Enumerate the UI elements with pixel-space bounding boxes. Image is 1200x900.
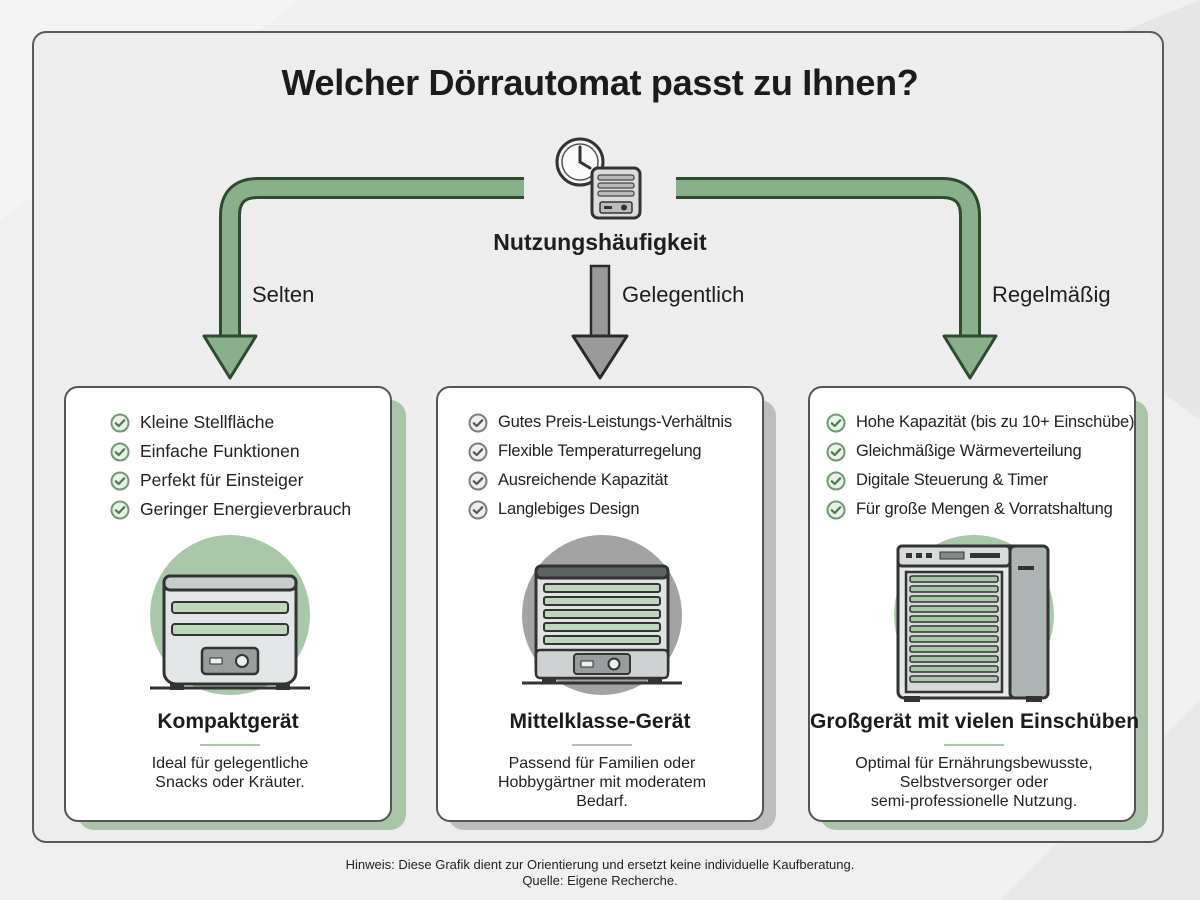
- card-description: Ideal für gelegentliche Snacks oder Kräu…: [86, 754, 374, 792]
- check-circle-icon: [468, 500, 488, 519]
- feature-text: Für große Mengen & Vorratshaltung: [856, 500, 1113, 518]
- page-title: Welcher Dörrautomat passt zu Ihnen?: [281, 62, 919, 103]
- card-description: Passend für Familien oder Hobbygärtner m…: [458, 754, 746, 811]
- card-title: Mittelklasse-Gerät: [509, 710, 691, 733]
- desc-line: Bedarf.: [576, 793, 628, 810]
- feature-text: Gutes Preis-Leistungs-Verhältnis: [498, 413, 732, 431]
- card-compact: Kleine Stellfläche Einfache Funktionen P…: [64, 386, 392, 822]
- arrow-right-regelmaessig: [676, 177, 998, 380]
- feature-item: Perfekt für Einsteiger: [110, 466, 351, 495]
- compact-dehydrator-illustration: [150, 535, 310, 695]
- desc-line: semi-professionelle Nutzung.: [870, 793, 1078, 810]
- feature-item: Geringer Energieverbrauch: [110, 495, 351, 524]
- branch-label-regelmaessig: Regelmäßig: [992, 282, 1111, 307]
- branch-label-gelegentlich: Gelegentlich: [622, 282, 745, 307]
- feature-list: Gutes Preis-Leistungs-Verhältnis Flexibl…: [468, 408, 732, 524]
- feature-text: Kleine Stellfläche: [140, 412, 275, 432]
- check-circle-icon: [826, 500, 846, 519]
- check-circle-icon: [468, 471, 488, 490]
- arrow-left-selten: [202, 177, 524, 380]
- feature-item: Flexible Temperaturregelung: [468, 437, 732, 466]
- check-circle-icon: [826, 471, 846, 490]
- large-dehydrator-illustration: [894, 535, 1054, 702]
- clock-dehydrator-icon: [555, 137, 642, 220]
- desc-line: Snacks oder Kräuter.: [155, 774, 305, 791]
- check-circle-icon: [826, 413, 846, 432]
- feature-text: Perfekt für Einsteiger: [140, 470, 304, 490]
- feature-item: Gutes Preis-Leistungs-Verhältnis: [468, 408, 732, 437]
- desc-line: Selbstversorger oder: [899, 774, 1049, 791]
- usage-frequency-label: Nutzungshäufigkeit: [493, 229, 707, 255]
- card-title: Großgerät mit vielen Einschüben: [810, 710, 1140, 733]
- desc-line: Hobbygärtner mit moderatem: [497, 774, 707, 791]
- feature-text: Einfache Funktionen: [140, 441, 300, 461]
- check-circle-icon: [468, 413, 488, 432]
- feature-list: Kleine Stellfläche Einfache Funktionen P…: [110, 408, 351, 524]
- feature-item: Für große Mengen & Vorratshaltung: [826, 495, 1134, 524]
- title-divider: [944, 744, 1004, 746]
- feature-text: Hohe Kapazität (bis zu 10+ Einschübe): [856, 413, 1135, 431]
- feature-text: Gleichmäßige Wärmeverteilung: [856, 442, 1082, 460]
- footer-note: Hinweis: Diese Grafik dient zur Orientie…: [0, 857, 1200, 889]
- card-description: Optimal für Ernährungsbewusste, Selbstve…: [830, 754, 1118, 811]
- feature-text: Langlebiges Design: [498, 500, 640, 518]
- midrange-dehydrator-illustration: [522, 535, 682, 695]
- feature-text: Ausreichende Kapazität: [498, 471, 668, 489]
- title-divider: [200, 744, 260, 746]
- desc-line: Ideal für gelegentliche: [151, 755, 309, 772]
- check-circle-icon: [110, 471, 130, 490]
- source-text: Quelle: Eigene Recherche.: [522, 873, 678, 888]
- card-midrange: Gutes Preis-Leistungs-Verhältnis Flexibl…: [436, 386, 764, 822]
- feature-item: Ausreichende Kapazität: [468, 466, 732, 495]
- feature-text: Digitale Steuerung & Timer: [856, 471, 1048, 489]
- check-circle-icon: [110, 413, 130, 432]
- feature-text: Flexible Temperaturregelung: [498, 442, 702, 460]
- desc-line: Passend für Familien oder: [508, 755, 696, 772]
- feature-item: Digitale Steuerung & Timer: [826, 466, 1134, 495]
- feature-item: Langlebiges Design: [468, 495, 732, 524]
- feature-list: Hohe Kapazität (bis zu 10+ Einschübe) Gl…: [826, 408, 1135, 524]
- feature-text: Geringer Energieverbrauch: [140, 499, 352, 519]
- branch-label-selten: Selten: [252, 282, 315, 307]
- feature-item: Kleine Stellfläche: [110, 408, 351, 437]
- feature-item: Gleichmäßige Wärmeverteilung: [826, 437, 1134, 466]
- check-circle-icon: [110, 442, 130, 461]
- check-circle-icon: [468, 442, 488, 461]
- card-title: Kompaktgerät: [157, 710, 299, 733]
- check-circle-icon: [110, 500, 130, 519]
- arrow-center-gelegentlich: [571, 264, 629, 380]
- title-divider: [572, 744, 632, 746]
- disclaimer-text: Hinweis: Diese Grafik dient zur Orientie…: [345, 857, 855, 872]
- card-large: Hohe Kapazität (bis zu 10+ Einschübe) Gl…: [808, 386, 1140, 822]
- desc-line: Optimal für Ernährungsbewusste,: [855, 755, 1093, 772]
- check-circle-icon: [826, 442, 846, 461]
- feature-item: Einfache Funktionen: [110, 437, 351, 466]
- feature-item: Hohe Kapazität (bis zu 10+ Einschübe): [826, 408, 1135, 437]
